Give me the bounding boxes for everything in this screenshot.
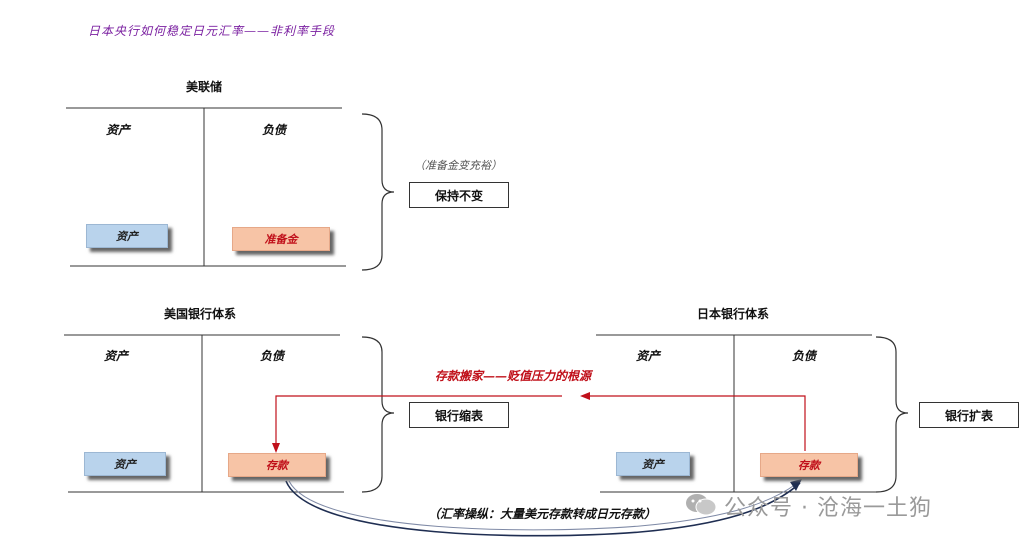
fed-reserve-box: 准备金 bbox=[232, 227, 330, 251]
diagram-title: 日本央行如何稳定日元汇率——非利率手段 bbox=[88, 24, 336, 38]
fed-heading: 美联储 bbox=[186, 80, 223, 94]
fed-result-box: 保持不变 bbox=[409, 182, 509, 208]
watermark: 公众号 · 沧海一土狗 bbox=[724, 496, 932, 521]
us-liabilities-label: 负债 bbox=[260, 349, 285, 363]
us-deposit-box: 存款 bbox=[228, 453, 326, 477]
fed-assets-label: 资产 bbox=[106, 123, 131, 137]
jp-deposit-box: 存款 bbox=[760, 453, 858, 477]
deposit-flow-arrow bbox=[588, 395, 806, 451]
deposit-flow-label: 存款搬家——贬值压力的根源 bbox=[435, 369, 592, 383]
conversion-curve-arrow bbox=[285, 480, 801, 537]
jp-banks-heading: 日本银行体系 bbox=[697, 307, 770, 321]
us-assets-label: 资产 bbox=[104, 349, 129, 363]
wechat-icon bbox=[684, 492, 718, 516]
us-banks-heading: 美国银行体系 bbox=[164, 307, 237, 321]
fed-asset-box: 资产 bbox=[86, 224, 168, 248]
jp-asset-box: 资产 bbox=[616, 452, 690, 476]
us-asset-box: 资产 bbox=[84, 452, 166, 476]
fed-note: （准备金变充裕） bbox=[414, 159, 502, 172]
jp-assets-label: 资产 bbox=[636, 349, 661, 363]
us-result-box: 银行缩表 bbox=[409, 402, 509, 428]
jp-result-box: 银行扩表 bbox=[919, 402, 1019, 428]
conversion-note: （汇率操纵：大量美元存款转成日元存款） bbox=[428, 507, 657, 521]
jp-liabilities-label: 负债 bbox=[792, 349, 817, 363]
fed-liabilities-label: 负债 bbox=[262, 123, 287, 137]
